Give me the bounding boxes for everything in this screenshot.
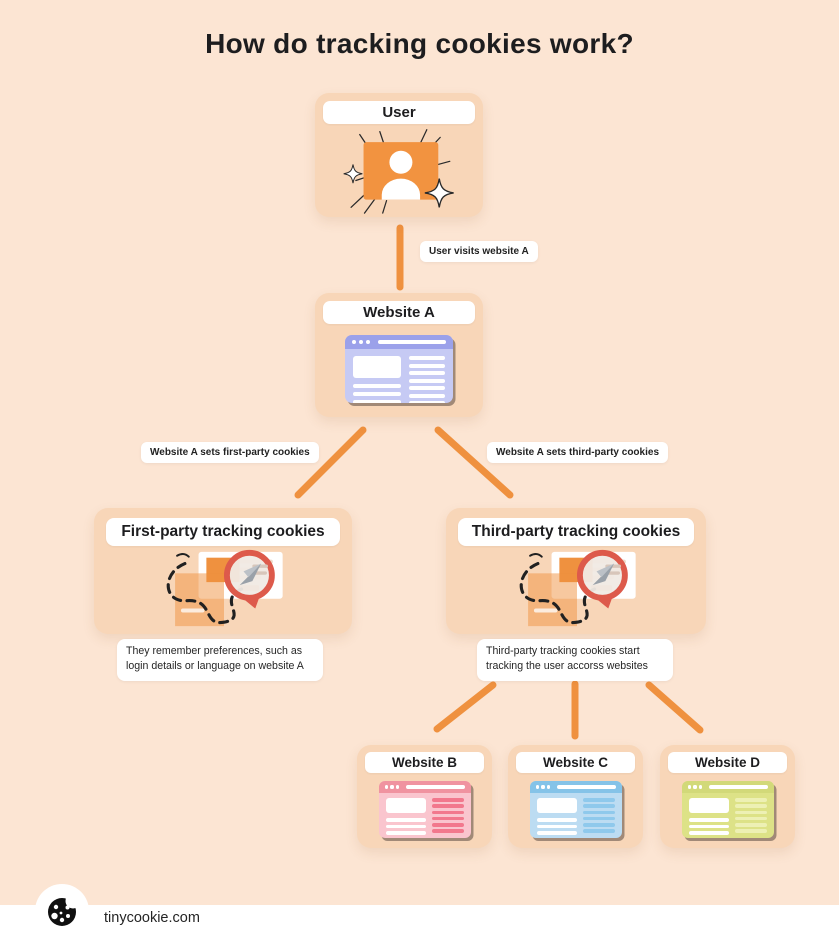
node-first-party-cookies: First-party tracking cookies (94, 508, 352, 634)
node-website-a-label: Website A (323, 301, 475, 324)
node-website-a: Website A (315, 293, 483, 417)
node-website-c: Website C (508, 745, 643, 848)
website-d-illustration (660, 771, 795, 848)
brand-logo (35, 884, 89, 931)
user-icon (343, 129, 454, 214)
cursor-icon (239, 563, 262, 586)
node-website-c-label: Website C (516, 752, 635, 773)
edge-third-party-to-website-d (645, 681, 704, 734)
edge-website-a-to-third-party (434, 426, 514, 499)
edge-third-party-to-website-b (433, 681, 497, 733)
browser-window-icon (681, 781, 774, 838)
node-website-d: Website D (660, 745, 795, 848)
user-illustration (315, 121, 483, 217)
cursor-icon (592, 563, 615, 586)
node-user: User (315, 93, 483, 217)
website-c-illustration (508, 771, 643, 848)
website-b-illustration (357, 771, 492, 848)
website-a-illustration (315, 321, 483, 417)
node-website-b-label: Website B (365, 752, 484, 773)
edge-label-third-party-cookies: Website A sets third-party cookies (487, 442, 669, 463)
tracking-magnifier-icon (166, 549, 283, 627)
node-third-party-label: Third-party tracking cookies (458, 518, 694, 546)
page-title: How do tracking cookies work? (205, 28, 634, 59)
third-party-illustration (446, 542, 706, 634)
node-website-b: Website B (357, 745, 492, 848)
first-party-illustration (94, 542, 352, 634)
browser-content (345, 349, 453, 403)
caption-first-party: They remember preferences, such as login… (117, 639, 323, 681)
node-first-party-label: First-party tracking cookies (106, 518, 340, 546)
edge-website-a-to-first-party (294, 426, 367, 499)
tracking-magnifier-icon (519, 549, 636, 627)
caption-third-party: Third-party tracking cookies start track… (477, 639, 673, 681)
brand-url: tinycookie.com (104, 910, 200, 926)
edge-label-first-party-cookies: Website A sets first-party cookies (141, 442, 319, 463)
footer-bar (0, 905, 839, 931)
browser-window-icon (378, 781, 471, 838)
node-website-d-label: Website D (668, 752, 787, 773)
browser-window-icon (345, 335, 453, 403)
browser-titlebar (345, 335, 453, 349)
edge-label-user-visits-website-a: User visits website A (420, 241, 538, 262)
browser-window-icon (529, 781, 622, 838)
node-user-label: User (323, 101, 475, 124)
cookie-icon (48, 893, 80, 926)
node-third-party-cookies: Third-party tracking cookies (446, 508, 706, 634)
